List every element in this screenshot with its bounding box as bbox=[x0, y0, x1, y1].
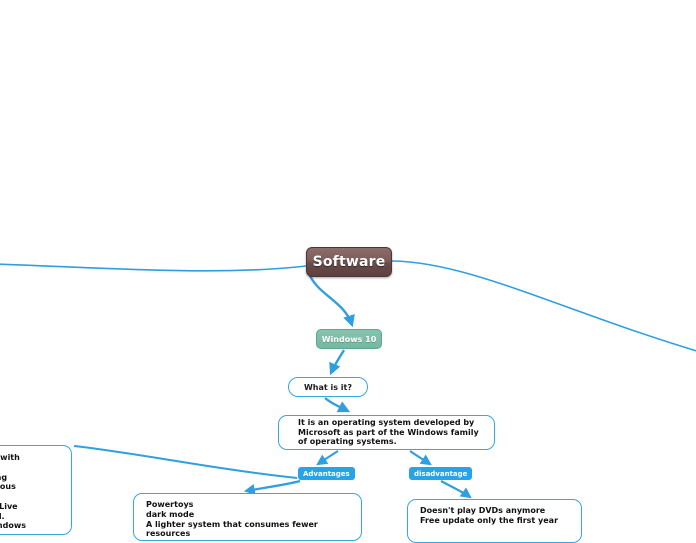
edge-topic-question bbox=[329, 349, 346, 376]
edge-root-right bbox=[391, 260, 696, 352]
node-leaf-compatibility[interactable]: Compatibility with older operating syste… bbox=[0, 445, 72, 535]
node-description[interactable]: It is an operating system developed by M… bbox=[278, 415, 495, 450]
edge-description-disadvantage bbox=[409, 450, 432, 466]
node-leaf-compatibility-label: Compatibility with older operating syste… bbox=[0, 453, 26, 531]
mindmap-canvas: Software Windows 10 What is it? It is an… bbox=[0, 247, 696, 543]
edge-root-topic bbox=[306, 270, 355, 328]
node-what-is-it-label: What is it? bbox=[303, 382, 353, 392]
node-windows-10-label: Windows 10 bbox=[321, 334, 377, 344]
edge-advantages-compatibility bbox=[73, 445, 298, 479]
node-leaf-advantages[interactable]: Powertoys dark mode A lighter system tha… bbox=[133, 493, 362, 541]
node-windows-10[interactable]: Windows 10 bbox=[316, 329, 382, 349]
node-tag-disadvantage-label: disadvantage bbox=[414, 469, 468, 478]
node-leaf-disadvantages-label: Doesn't play DVDs anymore Free update on… bbox=[420, 506, 559, 525]
edge-root-left bbox=[0, 263, 307, 272]
edge-disadvantage-leaf bbox=[440, 480, 472, 499]
node-tag-advantages-label: Advantages bbox=[303, 469, 350, 478]
node-software[interactable]: Software bbox=[306, 247, 392, 277]
node-tag-advantages[interactable]: Advantages bbox=[298, 467, 355, 480]
edge-question-description bbox=[324, 397, 351, 413]
node-leaf-disadvantages[interactable]: Doesn't play DVDs anymore Free update on… bbox=[407, 499, 582, 543]
node-software-label: Software bbox=[312, 254, 386, 270]
edge-advantages-leaf bbox=[243, 479, 301, 495]
edge-description-advantages bbox=[316, 450, 339, 466]
node-description-label: It is an operating system developed by M… bbox=[298, 418, 479, 447]
node-tag-disadvantage[interactable]: disadvantage bbox=[409, 467, 473, 480]
node-what-is-it[interactable]: What is it? bbox=[288, 377, 368, 397]
